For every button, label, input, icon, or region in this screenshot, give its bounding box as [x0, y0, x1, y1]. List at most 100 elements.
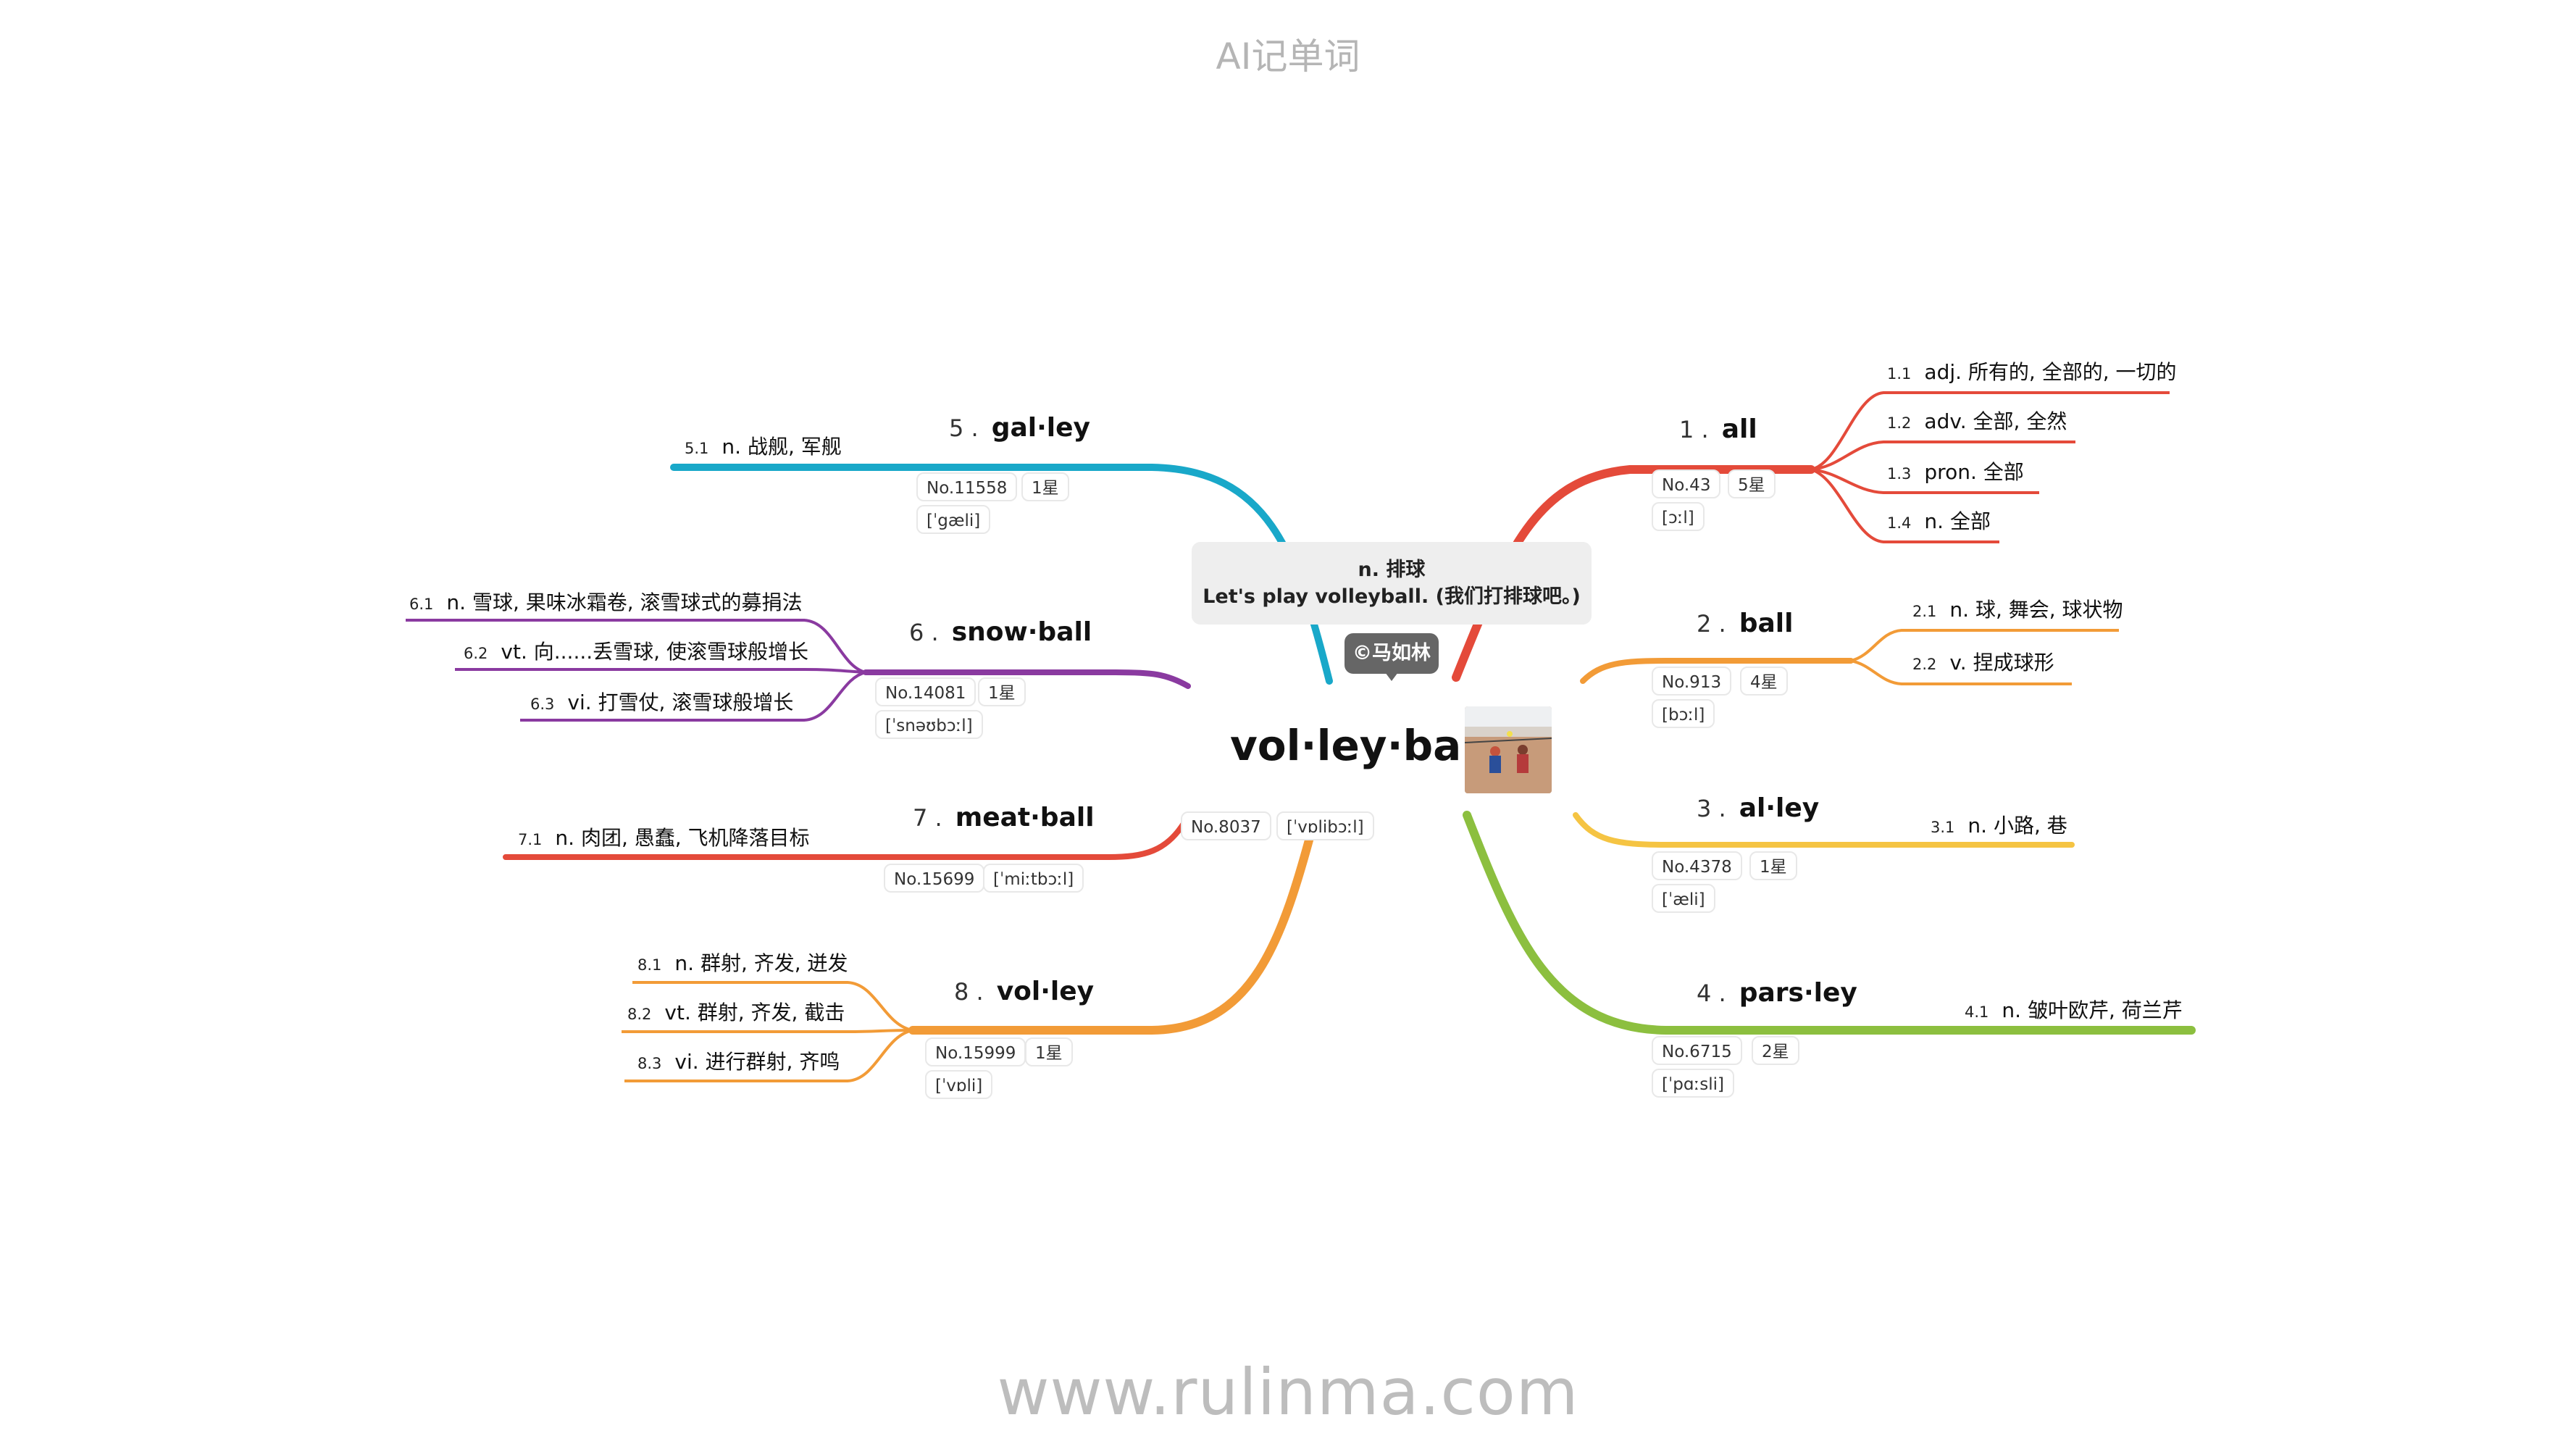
sense-4-1[interactable]: 4.1 n. 皱叶欧芹, 荷兰芹 [1965, 995, 2183, 1024]
branch-4-title[interactable]: 4 . pars·ley [1697, 978, 1857, 1008]
branch-5-number: 5 . [949, 414, 979, 442]
branch-8-phonetic-badge: [ˈvɒli] [925, 1070, 993, 1099]
branch-8-connector [908, 814, 1319, 1035]
sense-5-1[interactable]: 5.1 n. 战舰, 军舰 [685, 431, 842, 460]
branch-7-word: meat·ball [955, 803, 1095, 832]
sense-1-2-connector [1810, 440, 2075, 471]
branch-1-word: all [1721, 414, 1757, 444]
sense-8-1-connector [632, 981, 913, 1032]
sense-1-1-connector [1810, 391, 2170, 471]
branch-8-number: 8 . [954, 978, 984, 1006]
sense-5-1-number: 5.1 [685, 440, 709, 457]
sense-2-2[interactable]: 2.2 v. 捏成球形 [1912, 647, 2054, 676]
sense-6-3-number: 6.3 [530, 696, 555, 713]
branch-3-title[interactable]: 3 . al·ley [1697, 793, 1819, 823]
sense-6-2-text: vt. 向......丢雪球, 使滚雪球般增长 [501, 640, 808, 664]
branch-2-stars-badge: 4星 [1740, 667, 1788, 696]
branch-7-connector [503, 819, 1187, 860]
branch-3-number-badge: No.4378 [1652, 851, 1742, 880]
sense-2-1-text: n. 球, 舞会, 球状物 [1949, 598, 2123, 622]
meaning-tooltip: n. 排球 Let's play volleyball. (我们打排球吧。) [1192, 542, 1592, 625]
footer-url[interactable]: www.rulinma.com [997, 1355, 1579, 1429]
sense-3-1[interactable]: 3.1 n. 小路, 巷 [1931, 810, 2067, 839]
branch-6-title[interactable]: 6 . snow·ball [909, 617, 1092, 647]
branch-1-number-badge: No.43 [1652, 469, 1721, 498]
sense-6-2[interactable]: 6.2 vt. 向......丢雪球, 使滚雪球般增长 [464, 636, 808, 665]
sense-6-1-number: 6.1 [409, 596, 434, 613]
sense-8-2-connector [622, 1029, 913, 1033]
branch-4-word: pars·ley [1739, 978, 1857, 1008]
sense-1-2-number: 1.2 [1887, 414, 1912, 432]
sense-1-4-connector [1810, 468, 1999, 543]
volleyball-photo [1465, 706, 1552, 793]
branch-7-title[interactable]: 7 . meat·ball [913, 803, 1095, 832]
sense-2-1-number: 2.1 [1912, 603, 1937, 620]
sense-7-1-number: 7.1 [518, 831, 543, 848]
sense-1-1-number: 1.1 [1887, 365, 1912, 383]
sense-8-3[interactable]: 8.3 vi. 进行群射, 齐鸣 [637, 1046, 840, 1075]
sense-6-1-connector [406, 619, 866, 674]
sense-6-1[interactable]: 6.1 n. 雪球, 果味冰霜卷, 滚雪球式的募捐法 [409, 587, 803, 616]
sense-6-2-connector [455, 668, 866, 674]
branch-6-stars-badge: 1星 [978, 677, 1026, 706]
sense-6-3-connector [520, 671, 866, 722]
copyright-badge: ©马如林 [1345, 633, 1439, 674]
branch-1-number: 1 . [1679, 416, 1709, 443]
sense-6-3-text: vi. 打雪仗, 滚雪球般增长 [567, 690, 794, 714]
sense-1-4-number: 1.4 [1887, 514, 1912, 532]
branch-2-title[interactable]: 2 . ball [1697, 609, 1793, 638]
sense-8-2[interactable]: 8.2 vt. 群射, 齐发, 截击 [627, 997, 845, 1026]
sense-2-1[interactable]: 2.1 n. 球, 舞会, 球状物 [1912, 594, 2123, 623]
sense-1-3[interactable]: 1.3 pron. 全部 [1887, 456, 2024, 485]
branch-2-phonetic-badge: [bɔːl] [1652, 699, 1715, 728]
branch-8-number-badge: No.15999 [925, 1037, 1026, 1066]
sense-1-4-text: n. 全部 [1924, 509, 1991, 533]
sense-6-2-number: 6.2 [464, 645, 488, 662]
sense-2-2-text: v. 捏成球形 [1949, 651, 2054, 675]
branch-3-connector [1573, 812, 2075, 848]
branch-2-word: ball [1739, 609, 1794, 638]
sense-2-1-connector [1850, 629, 2119, 662]
branch-8-title[interactable]: 8 . vol·ley [954, 977, 1094, 1006]
branch-5-phonetic-badge: [ˈgæli] [916, 505, 991, 534]
branch-7-number-badge: No.15699 [884, 864, 985, 893]
branch-1-title[interactable]: 1 . all [1679, 414, 1757, 444]
branch-5-connector [670, 464, 1333, 685]
branch-4-phonetic-badge: [ˈpɑːsli] [1652, 1069, 1734, 1098]
sense-1-4[interactable]: 1.4 n. 全部 [1887, 506, 1991, 535]
branch-6-number-badge: No.14081 [875, 677, 977, 706]
root-phonetic-badge: [ˈvɒlibɔːl] [1276, 811, 1374, 840]
branch-5-stars-badge: 1星 [1021, 472, 1069, 501]
branch-8-stars-badge: 1星 [1025, 1037, 1073, 1066]
branch-4-number-badge: No.6715 [1652, 1036, 1742, 1065]
branch-4-connector [1463, 811, 2196, 1035]
branch-6-connector [863, 669, 1191, 689]
sense-8-3-number: 8.3 [637, 1055, 662, 1072]
sense-5-1-text: n. 战舰, 军舰 [722, 435, 842, 459]
branch-7-phonetic-badge: [ˈmiːtbɔːl] [983, 864, 1084, 893]
sense-8-2-text: vt. 群射, 齐发, 截击 [664, 1001, 845, 1024]
sense-3-1-text: n. 小路, 巷 [1967, 814, 2067, 838]
branch-4-number: 4 . [1697, 980, 1726, 1007]
branch-3-phonetic-badge: [ˈæli] [1652, 884, 1715, 913]
sense-8-3-text: vi. 进行群射, 齐鸣 [674, 1050, 840, 1074]
sense-2-2-connector [1850, 659, 2072, 685]
sense-1-2-text: adv. 全部, 全然 [1924, 409, 2067, 433]
sense-7-1-text: n. 肉团, 愚蠢, 飞机降落目标 [555, 826, 810, 850]
branch-3-stars-badge: 1星 [1749, 851, 1797, 880]
sense-7-1[interactable]: 7.1 n. 肉团, 愚蠢, 飞机降落目标 [518, 822, 810, 851]
sense-1-2[interactable]: 1.2 adv. 全部, 全然 [1887, 406, 2067, 435]
sense-8-1[interactable]: 8.1 n. 群射, 齐发, 迸发 [637, 948, 848, 977]
sense-6-3[interactable]: 6.3 vi. 打雪仗, 滚雪球般增长 [530, 687, 793, 716]
branch-3-number: 3 . [1697, 795, 1726, 822]
sense-4-1-number: 4.1 [1965, 1003, 1989, 1021]
sense-1-1[interactable]: 1.1 adj. 所有的, 全部的, 一切的 [1887, 356, 2177, 385]
branch-3-word: al·ley [1739, 793, 1820, 823]
branch-1-connector [1452, 465, 1815, 682]
root-word[interactable]: vol·ley·ball [1230, 721, 1491, 770]
branch-4-stars-badge: 2星 [1752, 1036, 1799, 1065]
branch-5-title[interactable]: 5 . gal·ley [949, 413, 1090, 443]
tooltip-meaning: n. 排球 [1358, 559, 1426, 581]
tooltip-example: Let's play volleyball. (我们打排球吧。) [1203, 585, 1581, 608]
